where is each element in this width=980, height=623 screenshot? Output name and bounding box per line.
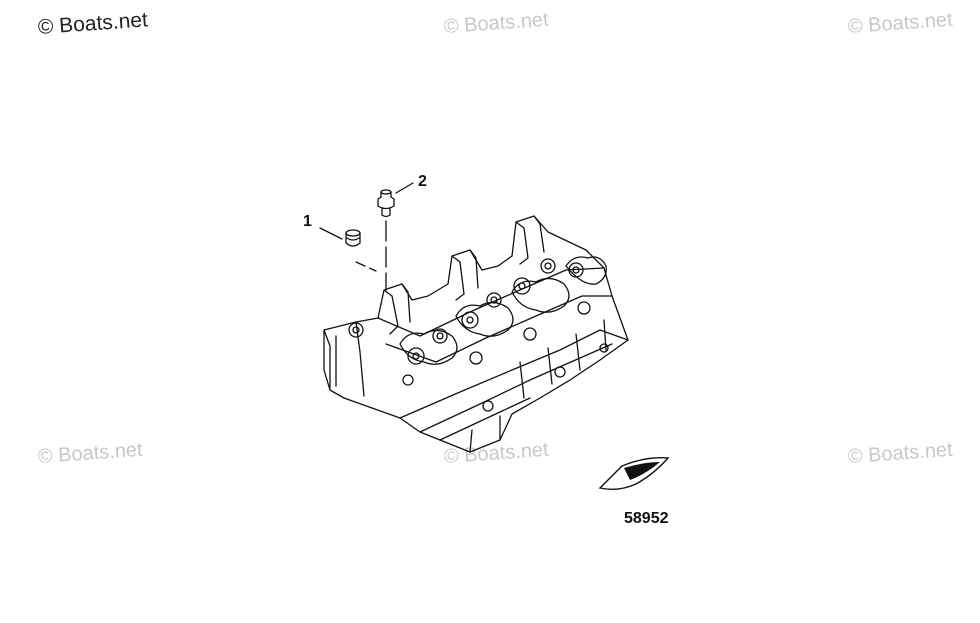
callout-1[interactable]: 1 xyxy=(303,213,312,230)
head-bolts xyxy=(348,258,609,412)
install-line-1 xyxy=(355,261,377,272)
leader-line-1 xyxy=(319,227,343,240)
cylinder-head xyxy=(323,215,629,453)
boat-hull-logo xyxy=(598,456,670,491)
diagram-number: 58952 xyxy=(624,510,669,527)
leader-line-2 xyxy=(395,182,414,194)
part-2-fitting[interactable] xyxy=(377,189,395,218)
part-1-plug[interactable] xyxy=(345,229,361,247)
coolant-passages xyxy=(399,256,607,365)
callout-2[interactable]: 2 xyxy=(418,173,427,190)
